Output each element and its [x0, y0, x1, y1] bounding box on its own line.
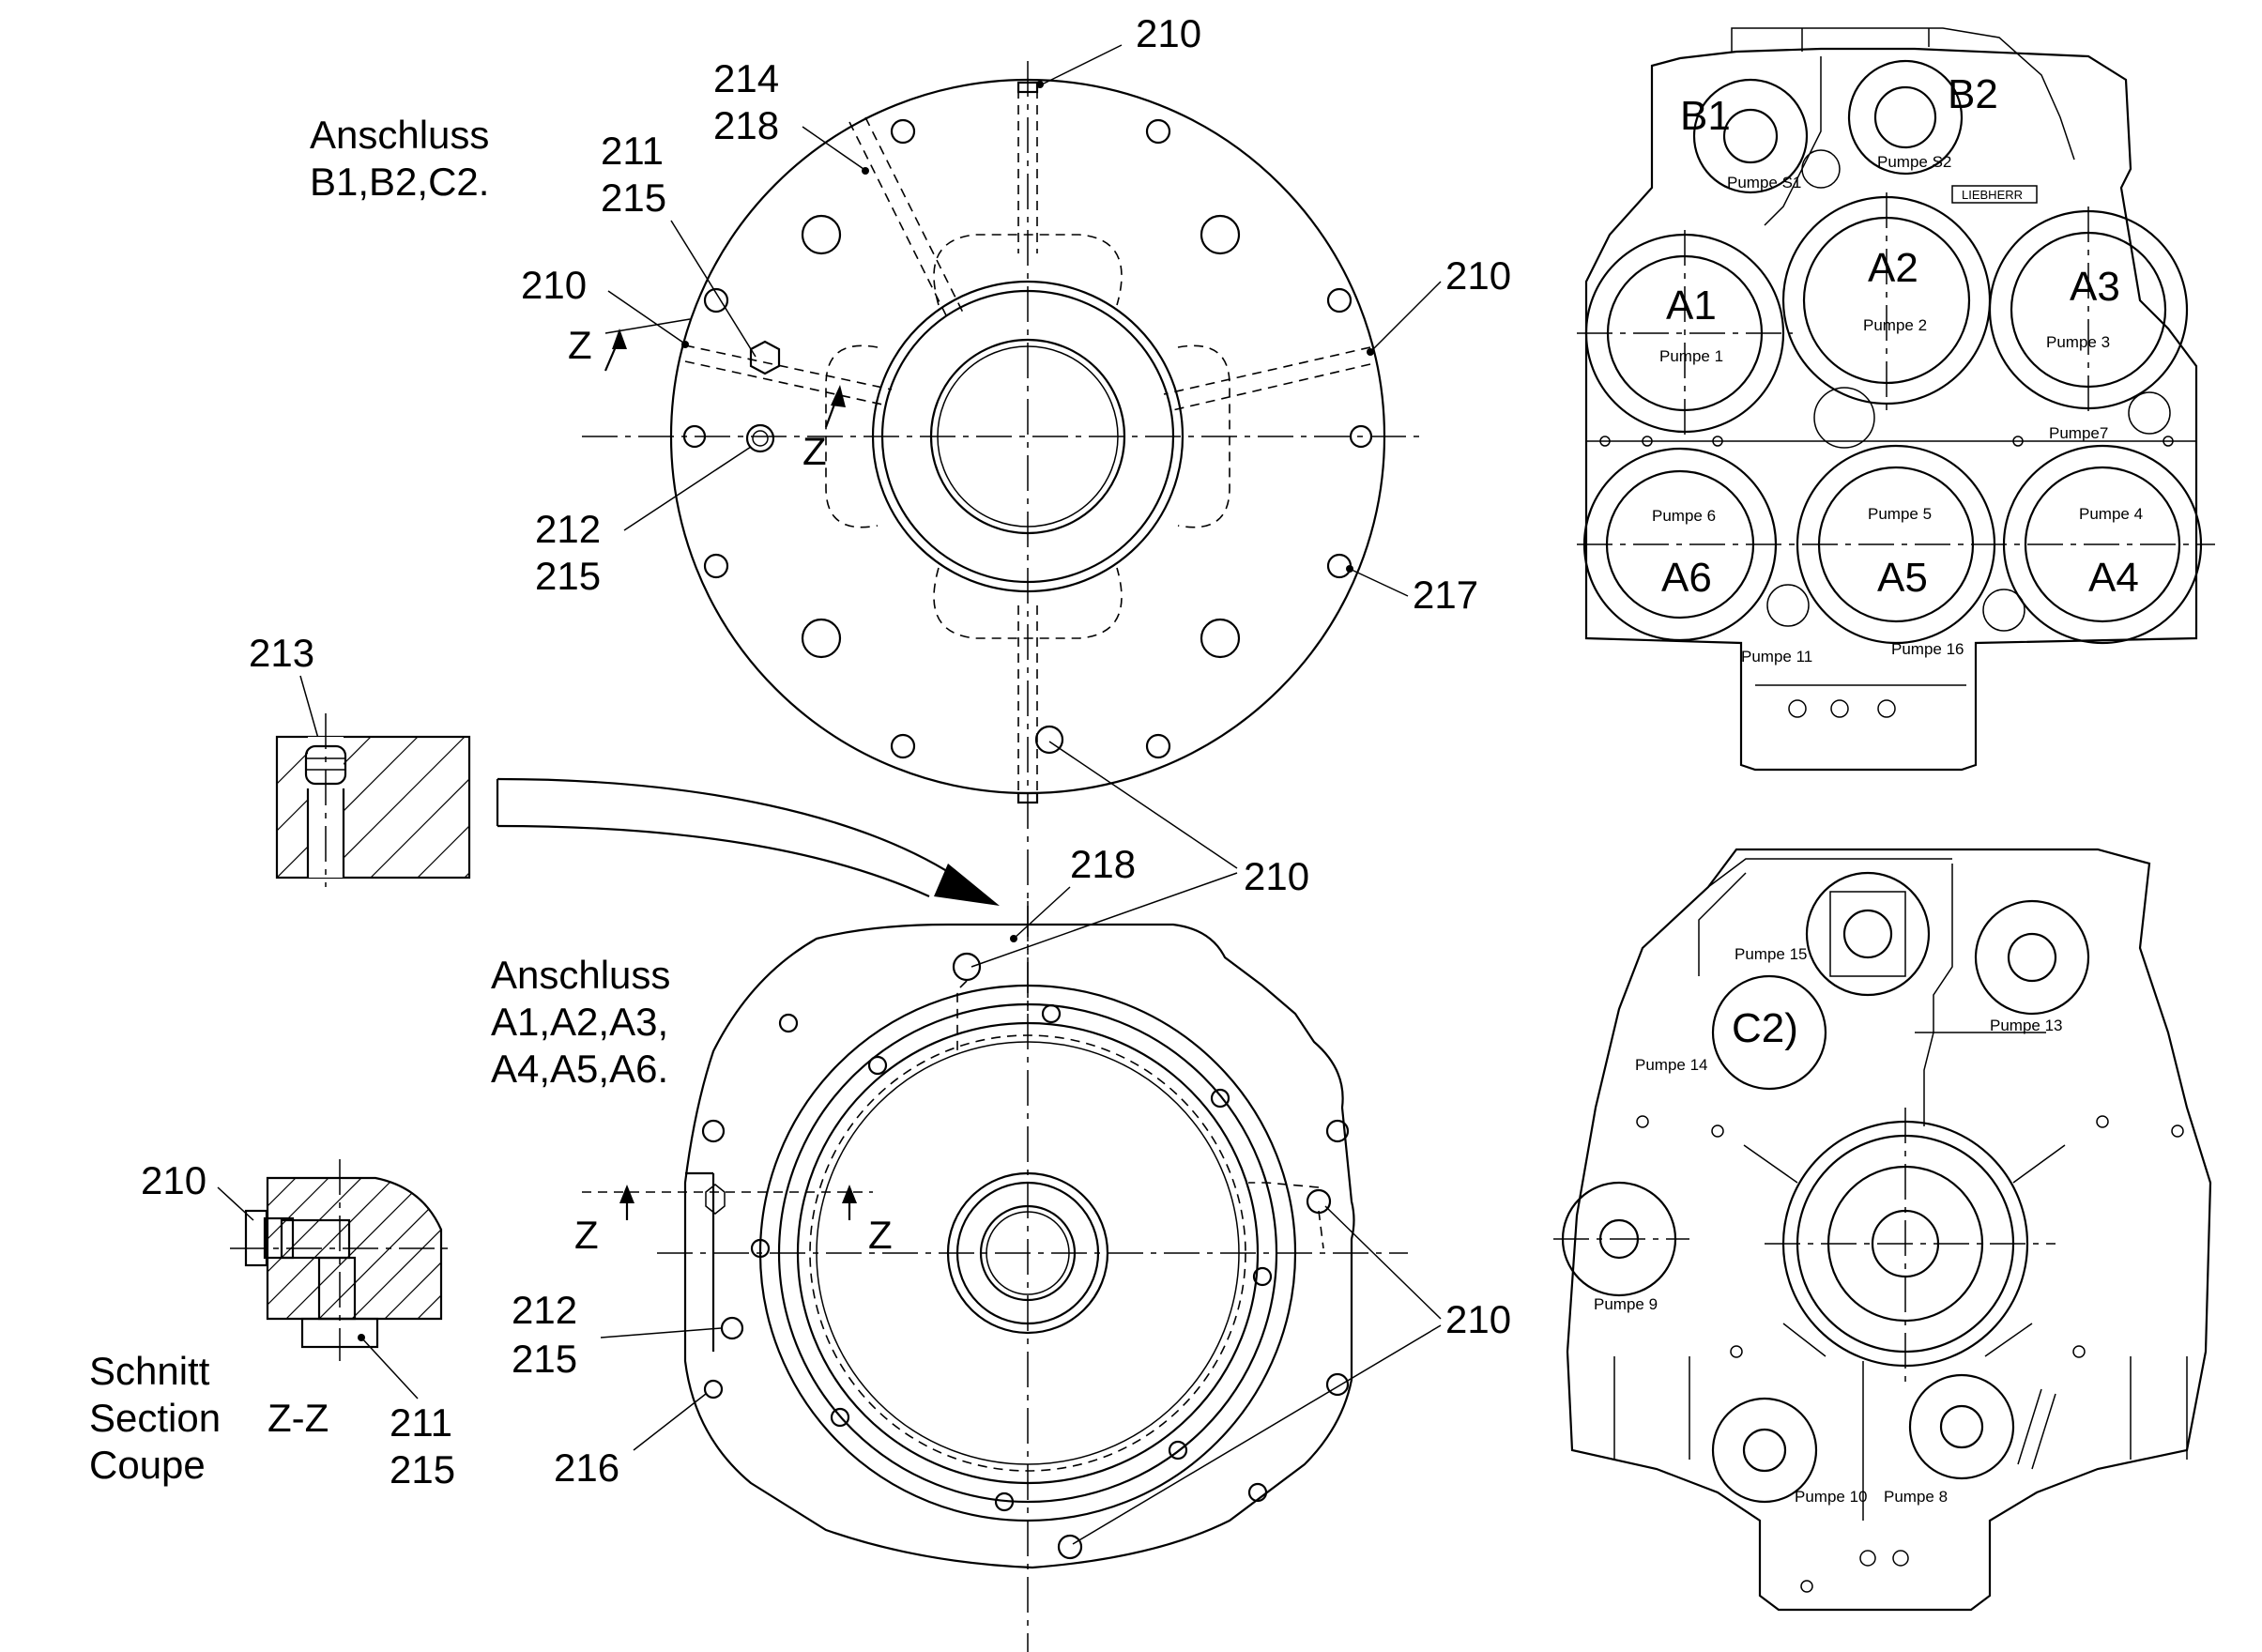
detail-arrow: [496, 777, 1000, 906]
callout-210-left: 210: [521, 263, 587, 307]
section-caption-coupe: Coupe: [89, 1443, 206, 1487]
section-mark-z-bottom-left: Z: [574, 1213, 599, 1257]
connection-ports-top: B1,B2,C2.: [310, 160, 489, 204]
pump-1: Pumpe 1: [1659, 347, 1723, 365]
callout-218-bottom: 218: [1070, 842, 1136, 886]
section-mark-z-bottom-right: Z: [868, 1213, 893, 1257]
port-a1: A1: [1666, 283, 1717, 329]
port-a2: A2: [1868, 245, 1918, 291]
pump-11: Pumpe 11: [1741, 648, 1812, 665]
port-a3: A3: [2070, 264, 2120, 310]
pump-9: Pumpe 9: [1594, 1295, 1658, 1313]
section-mark-z-top-right: Z: [802, 429, 827, 473]
callout-210-top: 210: [1136, 11, 1201, 55]
section-caption-schnitt: Schnitt: [89, 1349, 210, 1393]
section-zz: 210 211 215 Schnitt Section Coupe Z-Z: [89, 1158, 455, 1491]
callout-216: 216: [554, 1446, 619, 1490]
gearbox-rear-view: C2) Pumpe 15 Pumpe 13 Pumpe 14 Pumpe 9 P…: [1553, 848, 2212, 1612]
brand-plate: LIEBHERR: [1962, 188, 2023, 202]
connection-ports-bottom-line1: A1,A2,A3,: [491, 1000, 668, 1044]
pump-5: Pumpe 5: [1868, 505, 1932, 523]
callout-218-top: 218: [713, 103, 779, 147]
pump-4: Pumpe 4: [2079, 505, 2143, 523]
callout-213: 213: [249, 631, 314, 675]
pump-2: Pumpe 2: [1863, 316, 1927, 334]
detail-213: 213: [249, 631, 471, 887]
top-flange-view: [582, 61, 1427, 1014]
bottom-section-arrows: [582, 1185, 873, 1220]
section-callout-211: 211: [390, 1400, 452, 1445]
top-flange-callouts: 210 214 218 Anschluss B1,B2,C2. 211 215 …: [310, 11, 1511, 617]
callout-210-upper: 210: [1244, 854, 1309, 898]
callout-215-mid: 215: [535, 554, 601, 598]
pump-s1: Pumpe S1: [1727, 174, 1801, 191]
bottom-flange-view: [582, 901, 1408, 1652]
callout-214: 214: [713, 56, 779, 100]
section-mark-z-top-left: Z: [568, 323, 592, 367]
pump-16: Pumpe 16: [1891, 640, 1964, 658]
pump-3: Pumpe 3: [2046, 333, 2110, 351]
callout-215-top: 215: [601, 176, 666, 220]
bottom-flange-bolt-holes: [701, 952, 1350, 1560]
top-flange-bolt-holes: [682, 118, 1373, 759]
callout-211-top: 211: [601, 129, 664, 173]
callout-215-bottom: 215: [512, 1337, 577, 1381]
connection-title-top: Anschluss: [310, 113, 489, 157]
callout-212-top: 212: [535, 507, 601, 551]
pump-10: Pumpe 10: [1795, 1488, 1868, 1506]
top-section-arrows: [604, 318, 846, 428]
port-b1: B1: [1680, 93, 1731, 139]
port-a6: A6: [1661, 555, 1712, 601]
pump-14: Pumpe 14: [1635, 1056, 1708, 1074]
section-name-zz: Z-Z: [267, 1396, 329, 1440]
pump-8: Pumpe 8: [1884, 1488, 1948, 1506]
section-callout-215: 215: [390, 1447, 455, 1491]
callout-210-lower: 210: [1445, 1297, 1511, 1341]
pump-13: Pumpe 13: [1990, 1017, 2063, 1034]
pump-15: Pumpe 15: [1735, 945, 1808, 963]
connection-title-bottom: Anschluss: [491, 953, 670, 997]
pump-6: Pumpe 6: [1652, 507, 1716, 525]
callout-217: 217: [1413, 573, 1478, 617]
callout-212-bottom: 212: [512, 1288, 577, 1332]
pump-s2: Pumpe S2: [1877, 153, 1951, 171]
pump-7: Pumpe7: [2049, 424, 2108, 442]
port-b2: B2: [1948, 71, 1998, 117]
port-a4: A4: [2088, 555, 2139, 601]
section-caption-section: Section: [89, 1396, 221, 1440]
port-c2: C2): [1732, 1005, 1798, 1051]
port-a5: A5: [1877, 555, 1928, 601]
bottom-flange-callouts: 218 210 Anschluss A1,A2,A3, A4,A5,A6. Z …: [491, 741, 1511, 1545]
section-callout-210: 210: [141, 1158, 206, 1202]
gearbox-front-view: LIEBHERR B1 B2 A1 A2 A3 A6 A5 A4 Pumpe S…: [1577, 27, 2215, 772]
callout-210-right: 210: [1445, 253, 1511, 298]
connection-ports-bottom-line2: A4,A5,A6.: [491, 1047, 668, 1091]
